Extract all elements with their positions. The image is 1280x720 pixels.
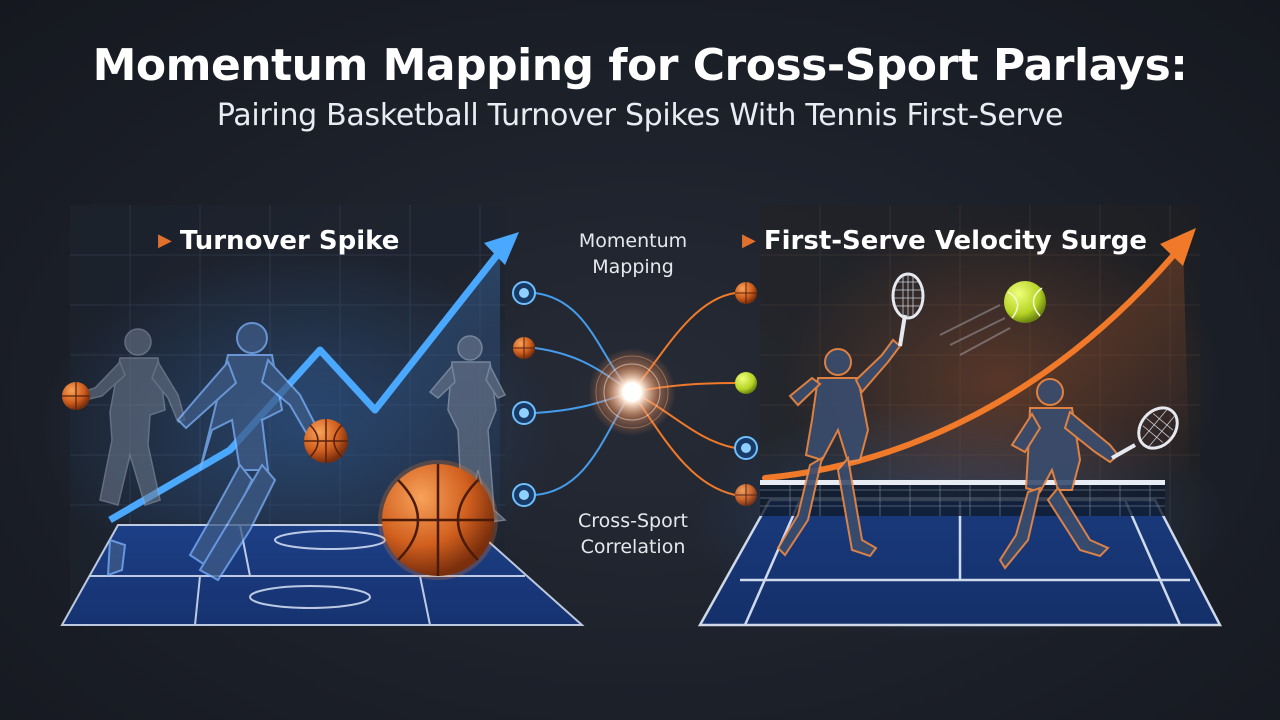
node-blue [512,483,536,507]
cross-sport-correlation-line2: Correlation [580,536,686,558]
tennis-player-returner [998,378,1120,570]
turnover-spike-chart [108,232,519,524]
tennis-ball-icon [939,281,1046,356]
tennis-ball-icon [735,372,757,394]
tennis-player-server [776,338,902,558]
page-title: Momentum Mapping for Cross-Sport Parlays… [92,40,1188,91]
basketball-player-main [106,322,320,582]
basketball-icon [62,382,90,410]
right-panel-heading-text: First-Serve Velocity Surge [763,226,1148,256]
basketball-icon [513,337,535,359]
triangle-bullet-icon: ▶ [742,230,756,251]
velocity-surge-chart [762,228,1196,481]
left-panel-heading: ▶ Turnover Spike [158,226,399,256]
tennis-racket-icon [891,272,925,347]
momentum-mapping-line2: Mapping [592,256,674,278]
node-blue [512,281,536,305]
tennis-racket-icon [1111,406,1179,460]
momentum-mapping-label: Momentum Mapping [548,228,718,280]
arrow-up-icon [484,232,519,265]
basketball-icon [304,419,348,463]
basketball-icon [735,282,757,304]
arrow-up-icon [1160,228,1196,266]
node-blue [512,401,536,425]
tennis-net [760,480,1165,516]
right-panel-heading: ▶ First-Serve Velocity Surge [742,226,1147,256]
basketball-player-back [81,328,186,506]
cross-sport-correlation-line1: Cross-Sport [578,510,688,532]
basketball-icon [378,460,498,580]
left-panel-heading-text: Turnover Spike [179,226,400,256]
cross-sport-correlation-label: Cross-Sport Correlation [548,508,718,560]
momentum-mapping-line1: Momentum [578,230,688,252]
tennis-court [697,498,1223,627]
page-subtitle: Pairing Basketball Turnover Spikes With … [216,98,1064,133]
triangle-bullet-icon: ▶ [158,230,172,251]
